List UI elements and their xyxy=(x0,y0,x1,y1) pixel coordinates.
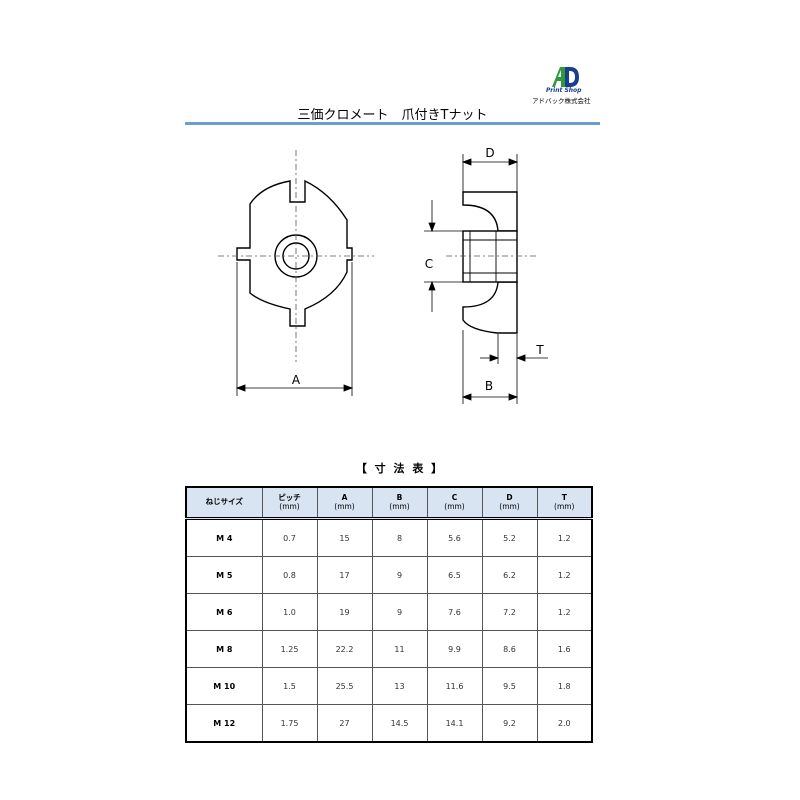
cell-c: 7.6 xyxy=(426,593,483,631)
dimension-label-a: A xyxy=(292,373,301,387)
tnut-technical-drawing: A D C T xyxy=(218,146,548,404)
dimension-a xyxy=(235,262,354,396)
cell-d: 8.6 xyxy=(481,630,538,668)
side-view-top-prong xyxy=(462,191,518,232)
cell-pitch: 1.5 xyxy=(261,667,318,705)
cell-b: 13 xyxy=(371,667,428,705)
side-view-barrel xyxy=(462,230,518,283)
cell-a: 17 xyxy=(316,556,373,594)
cell-pitch: 0.7 xyxy=(261,518,318,557)
logo-mark-icon xyxy=(552,67,579,87)
cell-b: 14.5 xyxy=(371,704,428,743)
cell-b: 11 xyxy=(371,630,428,668)
cell-d: 9.5 xyxy=(481,667,538,705)
header-thread-size: ねじサイズ xyxy=(185,486,263,520)
table-header-row: ねじサイズ ピッチ(mm) A(mm) B(mm) C(mm) D(mm) T(… xyxy=(185,486,593,520)
front-view-centerlines xyxy=(218,150,374,362)
page-title: 三価クロメート 爪付きTナット xyxy=(297,108,488,123)
front-view-outline xyxy=(236,179,353,327)
cell-t: 1.6 xyxy=(536,630,593,668)
cell-b: 8 xyxy=(371,518,428,557)
cell-d: 6.2 xyxy=(481,556,538,594)
cell-c: 9.9 xyxy=(426,630,483,668)
dimension-d xyxy=(461,154,519,192)
table-row: M 8 1.25 22.2 11 9.9 8.6 1.6 xyxy=(185,630,593,668)
cell-t: 2.0 xyxy=(536,704,593,743)
cell-pitch: 1.75 xyxy=(261,704,318,743)
cell-t: 1.2 xyxy=(536,556,593,594)
cell-size: M 8 xyxy=(185,630,263,668)
table-row: M 6 1.0 19 9 7.6 7.2 1.2 xyxy=(185,593,593,631)
cell-c: 11.6 xyxy=(426,667,483,705)
cell-a: 27 xyxy=(316,704,373,743)
cell-a: 19 xyxy=(316,593,373,631)
header-pitch: ピッチ(mm) xyxy=(261,486,318,520)
dimension-label-t: T xyxy=(535,343,544,357)
cell-b: 9 xyxy=(371,556,428,594)
cell-c: 14.1 xyxy=(426,704,483,743)
dimension-label-c: C xyxy=(425,257,433,271)
dimension-c xyxy=(424,200,463,312)
cell-d: 5.2 xyxy=(481,518,538,557)
side-view xyxy=(462,191,518,334)
header-b: B(mm) xyxy=(371,486,428,520)
cell-pitch: 1.0 xyxy=(261,593,318,631)
cell-t: 1.8 xyxy=(536,667,593,705)
header-a: A(mm) xyxy=(316,486,373,520)
dimension-b xyxy=(461,330,519,404)
header-c: C(mm) xyxy=(426,486,483,520)
cell-d: 9.2 xyxy=(481,704,538,743)
cell-a: 22.2 xyxy=(316,630,373,668)
dimension-label-d: D xyxy=(485,146,494,160)
cell-d: 7.2 xyxy=(481,593,538,631)
title-divider xyxy=(185,122,600,125)
header-d: D(mm) xyxy=(481,486,538,520)
cell-c: 6.5 xyxy=(426,556,483,594)
cell-c: 5.6 xyxy=(426,518,483,557)
table-row: M 4 0.7 15 8 5.6 5.2 1.2 xyxy=(185,518,593,557)
cell-size: M 10 xyxy=(185,667,263,705)
side-view-barrel-details xyxy=(463,231,517,282)
cell-size: M 12 xyxy=(185,704,263,743)
side-view-bottom-prong xyxy=(462,281,518,334)
table-row: M 5 0.8 17 9 6.5 6.2 1.2 xyxy=(185,556,593,594)
logo-tagline: Print Shop xyxy=(546,87,582,94)
dimension-label-b: B xyxy=(485,379,493,393)
cell-size: M 5 xyxy=(185,556,263,594)
table-row: M 12 1.75 27 14.5 14.1 9.2 2.0 xyxy=(185,704,593,743)
front-view xyxy=(236,179,353,327)
cell-size: M 6 xyxy=(185,593,263,631)
dimension-table-heading: 【 寸 法 表 】 xyxy=(355,462,445,475)
table-row: M 10 1.5 25.5 13 11.6 9.5 1.8 xyxy=(185,667,593,705)
cell-pitch: 1.25 xyxy=(261,630,318,668)
company-logo: Print Shop アドバック株式会社 xyxy=(532,66,602,106)
cell-t: 1.2 xyxy=(536,518,593,557)
cell-a: 25.5 xyxy=(316,667,373,705)
cell-size: M 4 xyxy=(185,518,263,557)
header-t: T(mm) xyxy=(536,486,593,520)
cell-b: 9 xyxy=(371,593,428,631)
logo-company-name: アドバック株式会社 xyxy=(532,97,591,105)
dimension-table: ねじサイズ ピッチ(mm) A(mm) B(mm) C(mm) D(mm) T(… xyxy=(185,486,593,743)
dimension-t xyxy=(480,334,548,364)
cell-t: 1.2 xyxy=(536,593,593,631)
cell-a: 15 xyxy=(316,518,373,557)
cell-pitch: 0.8 xyxy=(261,556,318,594)
